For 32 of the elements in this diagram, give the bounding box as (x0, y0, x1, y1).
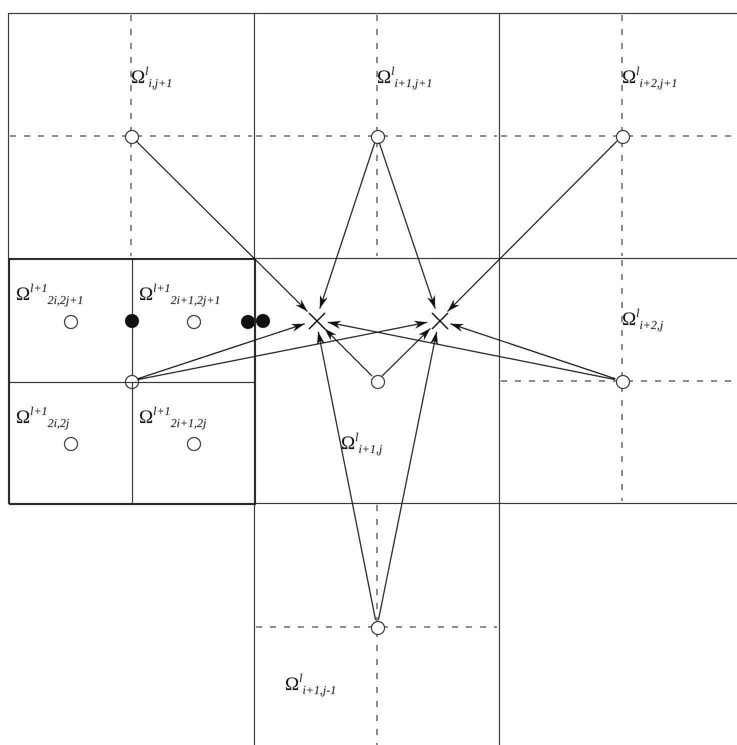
open-circle (125, 130, 139, 144)
filled-dot (256, 314, 270, 328)
filled-dot (241, 315, 255, 329)
arrow (378, 142, 436, 309)
arrow (316, 332, 376, 620)
grid-cell (9, 382, 133, 505)
open-circle (187, 315, 201, 329)
arrow (137, 323, 305, 380)
cross-mark (308, 312, 326, 330)
open-circle (64, 315, 78, 329)
grid-cell (132, 382, 256, 505)
grid-cell (254, 503, 500, 745)
grid-cell (8, 13, 255, 259)
arrow (324, 328, 372, 376)
arrow (382, 328, 431, 376)
open-circle (616, 130, 630, 144)
arrow (450, 323, 616, 380)
arrow (319, 142, 376, 309)
arrow (328, 320, 616, 380)
cross-mark (431, 312, 449, 330)
open-circle (371, 621, 385, 635)
arrow (447, 140, 618, 312)
arrow (136, 140, 308, 312)
arrow (138, 320, 428, 380)
open-circle (371, 130, 385, 144)
open-circle (371, 375, 385, 389)
filled-dot (125, 314, 139, 328)
grid-cell (8, 258, 255, 504)
arrow (378, 332, 438, 620)
open-circle (616, 375, 630, 389)
open-circle (187, 437, 201, 451)
open-circle (64, 437, 78, 451)
